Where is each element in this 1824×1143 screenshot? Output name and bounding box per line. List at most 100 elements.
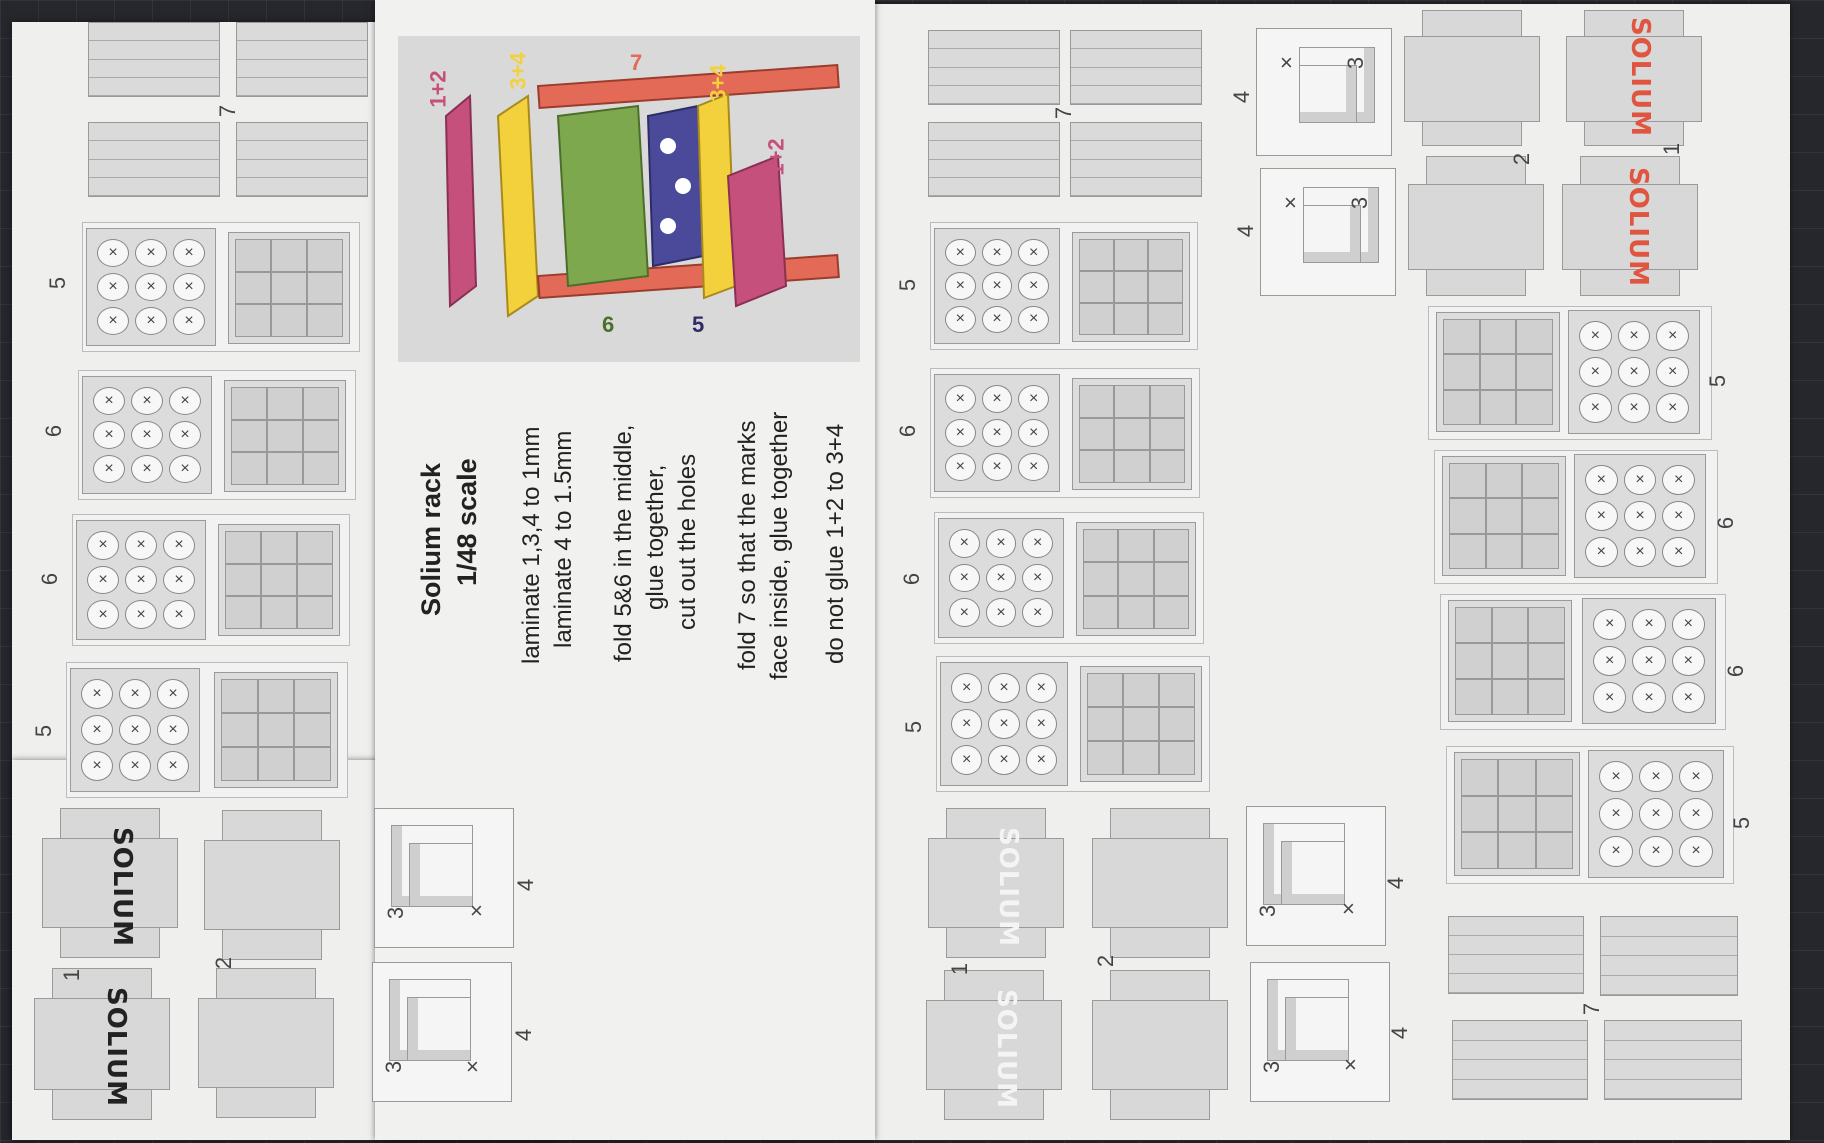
part-5-window xyxy=(1454,752,1580,876)
solium-logo-red: SOLIUM xyxy=(1623,166,1654,288)
label-4: 4 xyxy=(513,878,539,892)
part-5-window xyxy=(228,232,350,344)
label-6: 6 xyxy=(37,572,63,586)
part-3-corner xyxy=(1260,168,1396,296)
label-5: 5 xyxy=(1705,374,1731,388)
part-7-plank xyxy=(1604,1020,1742,1100)
label-6: 6 xyxy=(895,424,921,438)
part-3-corner-mark xyxy=(1299,65,1357,123)
label-5: 5 xyxy=(31,724,57,738)
part-2-cross xyxy=(1408,184,1544,270)
part-5-window xyxy=(1072,232,1190,342)
label-6: 6 xyxy=(1723,664,1749,678)
part-2-cross xyxy=(1404,36,1540,122)
rack-drawing xyxy=(444,64,840,318)
label-3: 3 xyxy=(381,1060,407,1074)
part-5-window xyxy=(1436,312,1560,432)
label-5: 5 xyxy=(1729,816,1755,830)
label-7: 7 xyxy=(1051,106,1077,120)
part-5-window xyxy=(214,672,338,788)
label-5: 5 xyxy=(45,276,71,290)
label-1: 1 xyxy=(947,962,973,976)
part-7-plank xyxy=(236,22,368,97)
part-5-holes: ××× ××× ××× xyxy=(1568,310,1700,434)
part-7-plank xyxy=(928,122,1060,197)
solium-logo: SOLIUM xyxy=(107,826,138,948)
part-6-window xyxy=(224,380,346,492)
label-3: 3 xyxy=(1255,904,1281,918)
rack-illustration: 1+2 3+4 7 3+4 1+2 6 5 xyxy=(398,36,860,362)
hole-mark: × xyxy=(1284,190,1297,215)
part-6-window xyxy=(1448,600,1572,722)
hole-mark: × xyxy=(1280,50,1293,75)
label-2: 2 xyxy=(1093,954,1119,968)
part-3-corner-mark xyxy=(1303,205,1361,263)
label-3: 3 xyxy=(383,906,409,920)
label-3: 3 xyxy=(1343,56,1369,70)
label-2: 2 xyxy=(211,956,237,970)
instructions-title: Solium rack xyxy=(416,462,446,616)
solium-logo: SOLIUM xyxy=(993,826,1024,948)
illus-label-6: 6 xyxy=(602,312,615,337)
instructions-laminate-2: laminate 4 to 1.5mm xyxy=(550,430,577,648)
part-7-plank xyxy=(1600,916,1738,996)
instructions-laminate-1: laminate 1,3,4 to 1mm xyxy=(518,426,545,664)
illus-label-12-right: 1+2 xyxy=(763,138,789,176)
part-2-cross xyxy=(1092,838,1228,928)
solium-logo: SOLIUM xyxy=(101,986,132,1108)
part-1-cross xyxy=(34,998,170,1090)
label-6: 6 xyxy=(41,424,67,438)
instructions-scale: 1/48 scale xyxy=(452,458,482,586)
label-1: 1 xyxy=(1659,142,1685,156)
instructions-fold56-3: cut out the holes xyxy=(674,453,701,630)
part-7-plank xyxy=(1452,1020,1588,1100)
instructions-fold7-1: fold 7 so that the marks xyxy=(734,420,761,670)
label-1: 1 xyxy=(59,968,85,982)
instructions-fold56-2: glue together, xyxy=(642,464,669,610)
label-7: 7 xyxy=(215,104,241,118)
part-5-window xyxy=(1080,666,1202,782)
part-5-holes: ××× ××× ××× xyxy=(1588,750,1724,878)
illus-label-34-right: 3+4 xyxy=(705,64,731,102)
part-3-corner-mark xyxy=(407,997,471,1061)
label-6: 6 xyxy=(1713,516,1739,530)
part-5-holes: ××× ××× ××× xyxy=(934,228,1060,344)
solium-logo-red: SOLIUM xyxy=(1625,16,1656,138)
instructions-fold7-2: face inside, glue together xyxy=(766,411,793,680)
part-7-plank xyxy=(1448,916,1584,994)
part-6-holes: ××× ××× ××× xyxy=(82,376,212,494)
part-1-cross xyxy=(1566,36,1702,122)
part-6-holes: ××× ××× ××× xyxy=(934,374,1060,492)
illus-label-34-top: 3+4 xyxy=(505,52,531,90)
part-2-cross xyxy=(1092,1000,1228,1090)
label-4: 4 xyxy=(1233,224,1259,238)
part-6-holes: ××× ××× ××× xyxy=(938,518,1064,638)
part-7-plank xyxy=(1070,30,1202,105)
part-1-cross xyxy=(1562,184,1698,270)
hole-mark: × xyxy=(466,1054,479,1079)
part-6-window xyxy=(1076,522,1196,636)
part-5-holes: ××× ××× ××× xyxy=(86,228,216,346)
part-7-plank xyxy=(928,30,1060,105)
instructions-fold56-1: fold 5&6 in the middle, xyxy=(610,424,637,662)
part-1-cross xyxy=(926,1000,1062,1090)
label-4: 4 xyxy=(1229,90,1255,104)
hole-mark: × xyxy=(1344,1052,1357,1077)
part-7-plank xyxy=(236,122,368,197)
part-2-cross xyxy=(198,998,334,1088)
label-4: 4 xyxy=(1387,1026,1413,1040)
part-3-corner-mark xyxy=(409,843,473,907)
part-6-window xyxy=(218,524,340,636)
instructions-no-glue: do not glue 1+2 to 3+4 xyxy=(822,423,849,664)
part-7-plank xyxy=(1070,122,1202,197)
part-3-corner-mark xyxy=(1285,997,1349,1061)
part-3-corner-mark xyxy=(1281,841,1345,905)
label-2: 2 xyxy=(1509,152,1535,166)
part-1-cross xyxy=(928,838,1064,928)
label-3: 3 xyxy=(1259,1060,1285,1074)
part-1-cross xyxy=(42,838,178,928)
label-3: 3 xyxy=(1347,196,1373,210)
hole-mark: × xyxy=(470,898,483,923)
label-7: 7 xyxy=(1579,1002,1605,1016)
part-6-holes: ××× ××× ××× xyxy=(76,520,206,640)
